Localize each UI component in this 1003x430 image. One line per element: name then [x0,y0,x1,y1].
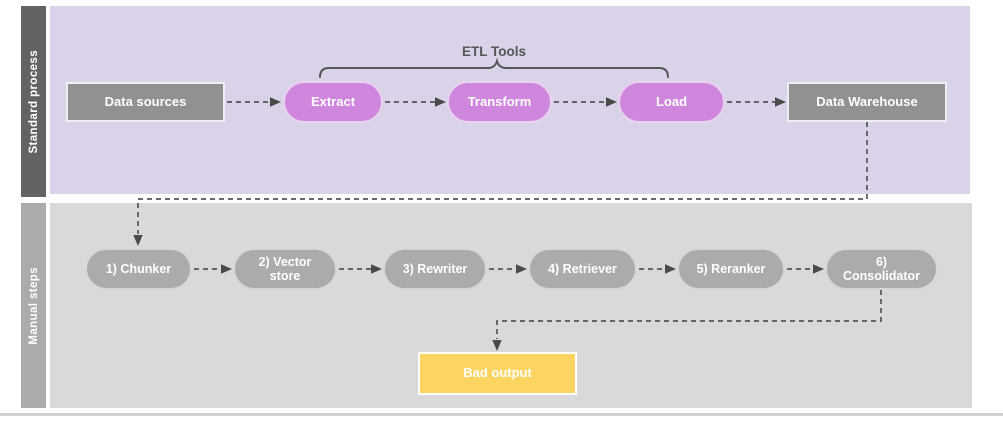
lane-label-standard-process: Standard process [21,6,46,197]
node-vector-store: 2) Vector store [233,248,337,290]
node-consolidator: 6) Consolidator [825,248,938,290]
node-data-warehouse: Data Warehouse [787,82,947,122]
node-reranker: 5) Reranker [677,248,785,290]
node-retriever-label: 4) Retriever [548,261,617,276]
etl-tools-label: ETL Tools [462,44,526,59]
node-vector-store-label: 2) Vector store [258,254,312,283]
node-rewriter: 3) Rewriter [383,248,487,290]
node-bad-output: Bad output [418,352,577,395]
node-transform: Transform [447,81,552,123]
node-data-sources: Data sources [66,82,225,122]
lane-label-standard-process-text: Standard process [27,49,40,154]
node-load: Load [618,81,725,123]
lane-label-manual-steps: Manual steps [21,203,46,408]
page-divider-line [0,413,1003,416]
node-retriever: 4) Retriever [528,248,637,290]
node-reranker-label: 5) Reranker [696,261,766,276]
node-chunker-label: 1) Chunker [105,261,172,276]
node-rewriter-label: 3) Rewriter [402,261,468,276]
node-chunker: 1) Chunker [85,248,192,290]
node-extract: Extract [283,81,383,123]
lane-label-manual-steps-text: Manual steps [27,266,40,345]
node-consolidator-label: 6) Consolidator [842,254,921,283]
